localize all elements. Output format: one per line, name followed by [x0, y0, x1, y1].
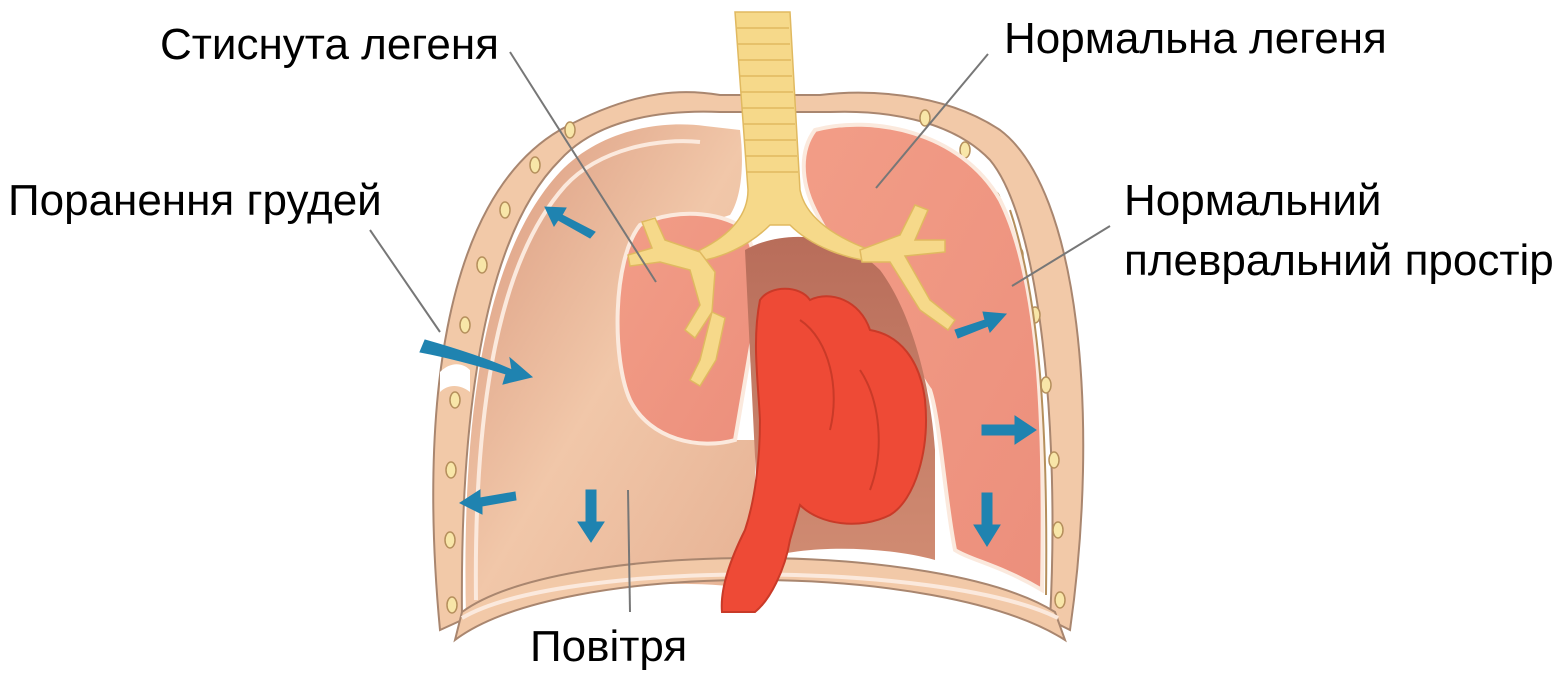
- label-chest-injury: Поранення грудей: [8, 176, 382, 226]
- label-normal-lung: Нормальна легеня: [1004, 14, 1387, 64]
- label-air: Повітря: [530, 622, 687, 672]
- label-compressed-lung: Стиснута легеня: [160, 20, 499, 70]
- leader-chest-injury: [370, 230, 440, 332]
- label-normal-pleural-line2: плевральний простір: [1124, 236, 1554, 286]
- label-normal-pleural-line1: Нормальний: [1124, 176, 1382, 226]
